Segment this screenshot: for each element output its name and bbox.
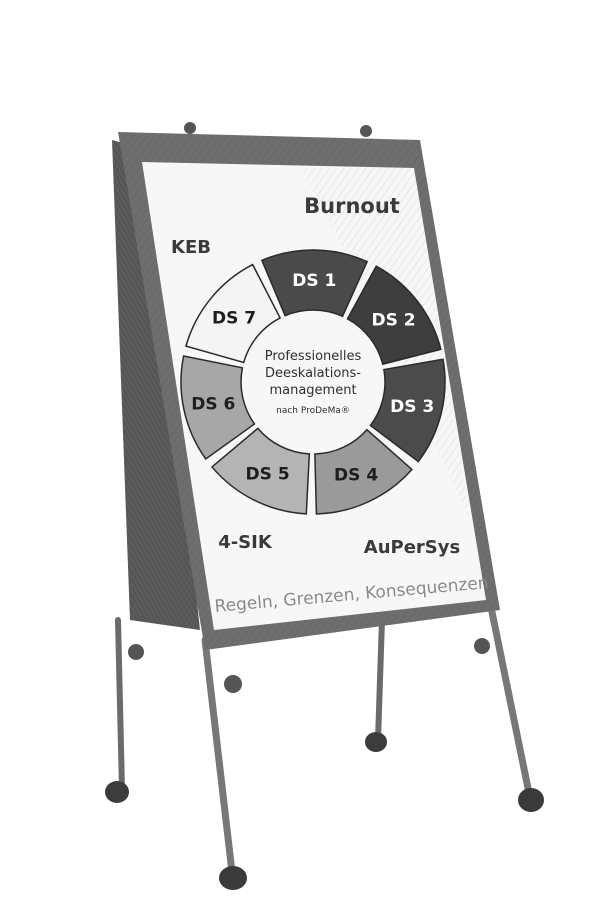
- knob-right: [474, 638, 490, 654]
- ring-segment-label: DS 4: [334, 465, 378, 485]
- center-line-2: Deeskalations-: [265, 366, 361, 381]
- label-keb: KEB: [171, 237, 211, 258]
- wheel-front-right: [518, 788, 544, 812]
- ring-segment-label: DS 5: [246, 464, 290, 484]
- label-burnout: Burnout: [304, 194, 400, 218]
- ring-segment-label: DS 2: [371, 310, 415, 330]
- front-leg-right: [492, 612, 530, 798]
- knob-left-front: [224, 675, 242, 693]
- ring-segment-label: DS 7: [212, 308, 256, 328]
- label-4-sik: 4-SIK: [218, 532, 273, 553]
- rear-leg-left: [118, 620, 122, 790]
- wheel-rear-left: [105, 781, 129, 803]
- center-line-1: Professionelles: [265, 349, 362, 364]
- wheel-rear-right: [365, 732, 387, 752]
- center-line-3: management: [269, 383, 356, 398]
- front-leg-left: [205, 640, 232, 872]
- ring-segment-label: DS 1: [292, 271, 336, 291]
- wheel-front-left: [219, 866, 247, 890]
- rear-leg-right: [378, 620, 382, 740]
- label-aupersys: AuPerSys: [364, 537, 460, 558]
- knob-left-back: [128, 644, 144, 660]
- ring-segment-label: DS 3: [390, 397, 434, 417]
- ring-center: Professionelles Deeskalations- managemen…: [265, 349, 362, 416]
- ring-segment-label: DS 6: [191, 394, 235, 414]
- knob-top-right: [360, 125, 372, 137]
- knob-top-left: [184, 122, 196, 134]
- center-line-4: nach ProDeMa®: [276, 406, 350, 416]
